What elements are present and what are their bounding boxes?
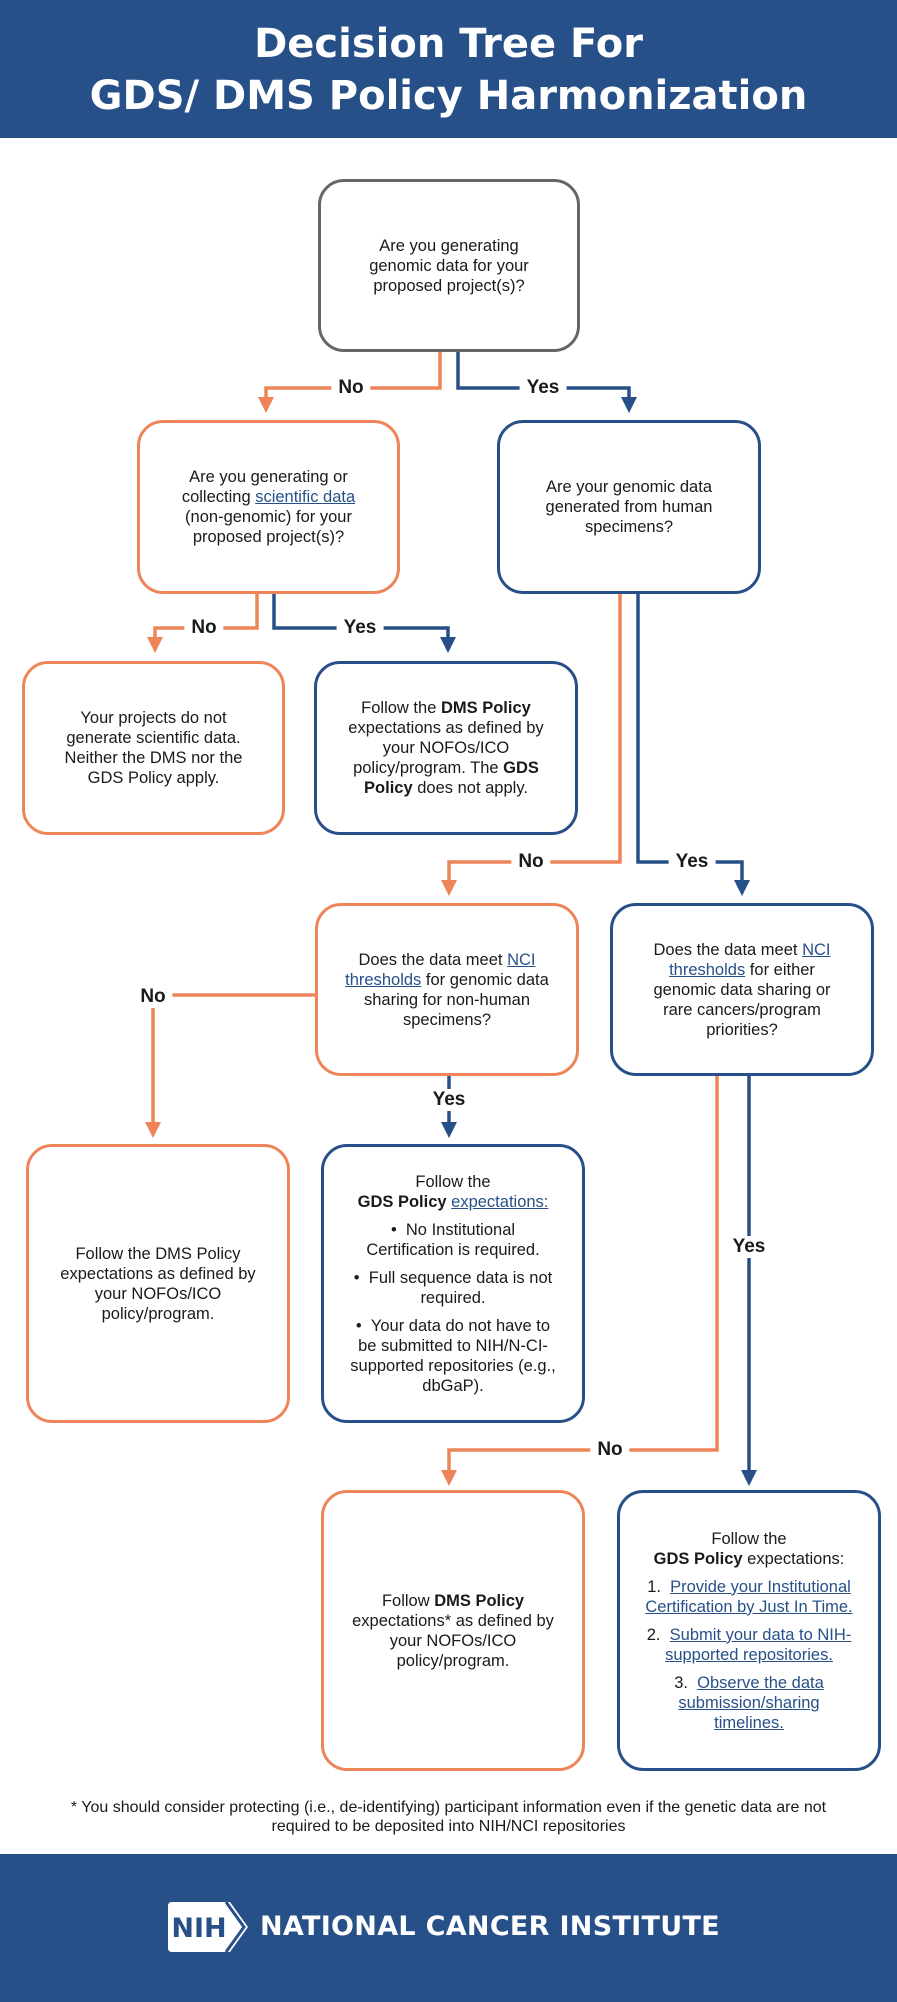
question-human-specimens: Are your genomic data generated from hum… [497,420,761,594]
label-q3-no: No [511,851,551,873]
question-nci-thresholds-nonhuman: Does the data meet NCI thresholds for ge… [315,903,579,1076]
q4-text-before: Does the data meet [358,950,508,969]
label-q5-yes: Yes [725,1236,773,1258]
title-line-1: Decision Tree For [254,21,643,67]
result-no-scientific-data: Your projects do not generate scientific… [22,661,285,835]
step-item: 2. Submit your data to NIH-supported rep… [642,1625,856,1665]
q5-text-before: Does the data meet [653,940,803,959]
question-genomic-data-text: Are you generating genomic data for your… [369,236,529,295]
label-q1-yes: Yes [519,377,567,399]
header-banner: Decision Tree For GDS/ DMS Policy Harmon… [0,0,897,138]
result-gds-nonhuman: Follow the GDS Policy expectations: • No… [321,1144,585,1423]
result-dms-human: Follow DMS Policy expectations* as defin… [321,1490,585,1771]
edge-q4-no [144,993,315,1139]
question-human-specimens-text: Are your genomic data generated from hum… [545,478,713,536]
result-dms-nonhuman: Follow the DMS Policy expectations as de… [26,1144,290,1423]
result-gds-human: Follow the GDS Policy expectations: 1. P… [617,1490,881,1771]
q2-text-after: (non-genomic) for your proposed project(… [185,508,352,546]
gds-policy-term: GDS Policy [357,1192,447,1211]
question-genomic-data: Are you generating genomic data for your… [318,179,580,352]
r-dms-only-t1: Follow the [361,699,441,717]
label-q2-no: No [184,617,224,639]
label-q2-yes: Yes [336,617,384,639]
bullet-item: • No Institutional Certification is requ… [366,1220,540,1259]
organization-name: NATIONAL CANCER INSTITUTE [260,1911,720,1942]
dms-policy-term: DMS Policy [434,1591,525,1610]
sharing-timelines-link[interactable]: Observe the data submission/sharing time… [678,1673,824,1732]
q4-text-after: for genomic data sharing for non-human s… [363,970,549,1029]
gds-policy-term: GDS Policy [364,759,539,797]
edge-q3-yes [636,594,751,897]
label-q1-no: No [331,377,371,399]
gds-expectations-link[interactable]: expectations: [451,1192,549,1211]
title-line-2: GDS/ DMS Policy Harmonization [89,73,808,119]
question-nci-thresholds-human: Does the data meet NCI thresholds for ei… [610,903,874,1076]
step-item: 1. Provide your Institutional Certificat… [642,1577,856,1617]
bullet-item: • Your data do not have to be submitted … [350,1316,556,1395]
nih-logo: NIH [168,1902,248,1952]
r-gds-nonhuman-t1: Follow the [415,1172,491,1191]
step-item: 3. Observe the data submission/sharing t… [642,1673,856,1733]
step-number: 3. [674,1673,688,1692]
r-dms-only-t2: expectations as defined by your NOFOs/IC… [348,719,544,777]
q2-text-before: Are you generating or collecting [181,468,348,506]
page-title: Decision Tree For GDS/ DMS Policy Harmon… [0,18,897,122]
label-q3-yes: Yes [668,851,716,873]
scientific-data-link[interactable]: scientific data [255,488,356,506]
r-gds-human-t1: Follow the [711,1529,787,1548]
bullet-text: Full sequence data is not required. [368,1268,553,1307]
institutional-certification-link[interactable]: Provide your Institutional Certification… [645,1577,853,1616]
result-dms-policy-only: Follow the DMS Policy expectations as de… [314,661,578,835]
nci-thresholds-link[interactable]: NCI thresholds [345,950,536,989]
gds-policy-term: GDS Policy [653,1549,743,1568]
question-scientific-data: Are you generating or collecting scienti… [137,420,400,594]
nih-logo-text: NIH [171,1913,226,1944]
r-gds-human-t2: expectations: [742,1549,845,1568]
edge-q5-no [440,1076,719,1487]
step-number: 2. [646,1625,661,1644]
footer-banner [0,1854,897,2002]
r-dms-only-t3: does not apply. [412,779,528,797]
bullet-text: No Institutional Certification is requir… [366,1220,540,1259]
r-dms-human-t2: expectations* as defined by your NOFOs/I… [352,1611,554,1670]
label-q4-yes: Yes [425,1089,473,1111]
submit-data-link[interactable]: Submit your data to NIH-supported reposi… [665,1625,852,1664]
label-q4-no: No [133,986,173,1008]
q5-text-after: for either genomic data sharing or rare … [653,960,831,1039]
step-number: 1. [647,1577,661,1596]
nci-thresholds-link[interactable]: NCI thresholds [669,940,831,979]
result-no-scientific-data-text: Your projects do not generate scientific… [64,709,243,787]
result-dms-nonhuman-text: Follow the DMS Policy expectations as de… [60,1244,256,1323]
footnote: * You should consider protecting (i.e., … [70,1799,827,1835]
bullet-item: • Full sequence data is not required. [353,1268,553,1307]
label-q5-no: No [590,1439,630,1461]
bullet-text: Your data do not have to be submitted to… [350,1316,556,1395]
r-dms-human-t1: Follow [381,1591,435,1610]
dms-policy-term: DMS Policy [440,699,531,717]
